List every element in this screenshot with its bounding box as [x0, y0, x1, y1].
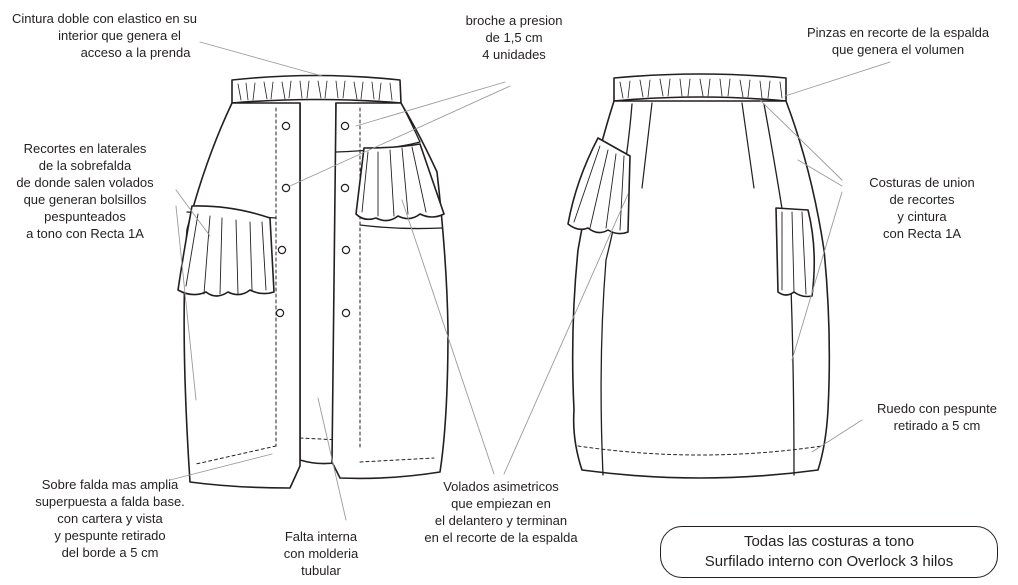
back-waistband — [613, 73, 787, 102]
general-notes-box: Todas las costuras a tono Surfilado inte… — [660, 526, 998, 578]
annotation-back-darts: Pinzas en recorte de la espalda que gene… — [806, 25, 990, 57]
annotation-seams: Costuras de union de recortes y cintura … — [869, 175, 975, 241]
note-line-seams: Todas las costuras a tono — [743, 533, 915, 550]
annotation-waistband: Cintura doble con elastico en su interio… — [12, 11, 198, 60]
front-waistband-gathers — [237, 80, 393, 101]
front-skirt-view — [177, 74, 449, 489]
annotation-inner-skirt: Falta interna con molderia tubular — [283, 529, 359, 578]
snap-buttons — [275, 121, 351, 318]
placket-topstitching — [195, 107, 435, 465]
note-line-overlock: Surfilado interno con Overlock 3 hilos — [704, 553, 954, 570]
front-left-ruffle — [177, 205, 275, 297]
annotation-hem: Ruedo con pespunte retirado a 5 cm — [877, 401, 997, 433]
annotation-snaps: broche a presion de 1,5 cm 4 unidades — [465, 13, 563, 62]
front-waistband — [231, 74, 402, 104]
annotation-overskirt: Sobre falda mas amplia superpuesta a fal… — [35, 477, 185, 560]
back-left-ruffle — [567, 137, 631, 235]
annotation-ruffles: Volados asimetricos que empiezan en el d… — [424, 479, 578, 545]
annotation-side-panels: Recortes en laterales de la sobrefalda d… — [16, 141, 154, 241]
back-skirt-body — [571, 100, 831, 479]
back-skirt-view — [567, 73, 831, 479]
leader-lines — [169, 41, 891, 521]
back-right-ruffle — [775, 207, 816, 298]
overskirt-left-panel — [183, 102, 301, 489]
front-right-ruffle — [355, 143, 445, 222]
